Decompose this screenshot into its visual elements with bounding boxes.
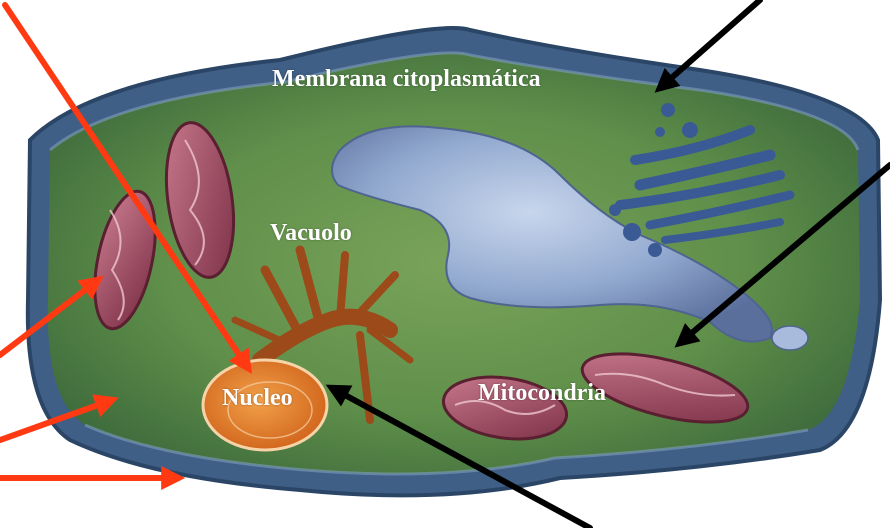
label-vacuolo: Vacuolo xyxy=(270,220,352,247)
label-nucleo: Nucleo xyxy=(222,385,293,412)
label-membrana-citoplasmatica: Membrana citoplasmática xyxy=(272,66,541,93)
label-mitocondria: Mitocondria xyxy=(478,380,606,407)
